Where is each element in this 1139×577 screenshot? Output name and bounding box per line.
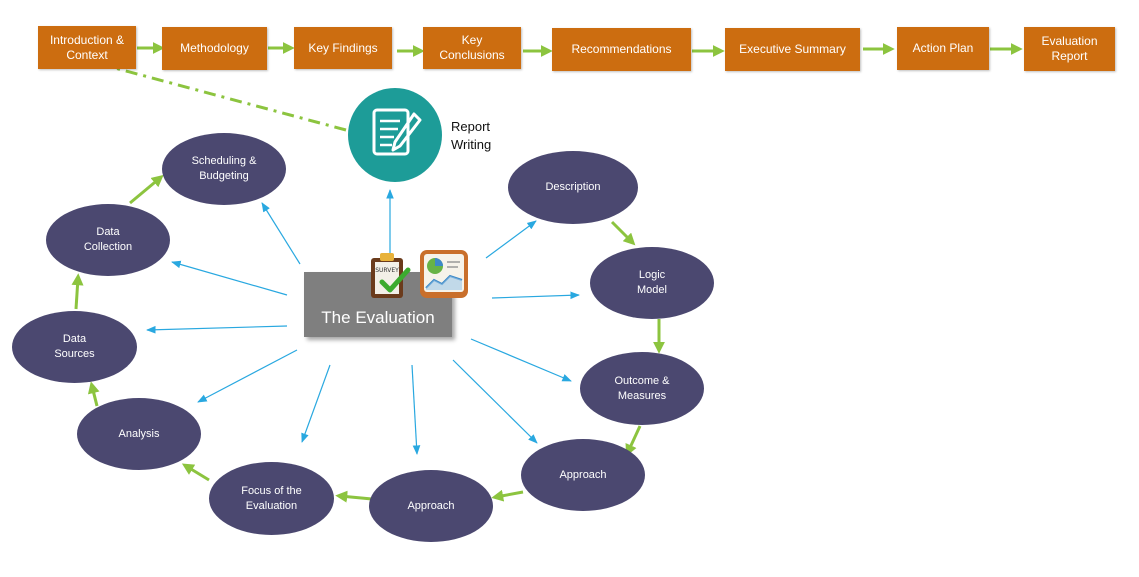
survey-text: SURVEY: [375, 267, 399, 274]
oval-data-collection: Data Collection: [46, 204, 170, 276]
cycle-arrow-focus-analysis: [181, 463, 210, 482]
oval-approach-2: Approach: [369, 470, 493, 542]
spoke-scheduling: [261, 202, 301, 265]
cycle-arrows: [71, 174, 665, 503]
spoke-data-sources: [146, 325, 288, 334]
oval-description: Description: [508, 151, 638, 224]
cycle-arrow-approach-approach: [491, 489, 524, 502]
spoke-analysis: [197, 349, 298, 403]
cycle-arrow-outcome-approach: [625, 425, 642, 457]
oval-scheduling-budgeting: Scheduling & Budgeting: [162, 133, 286, 205]
box-executive-summary: Executive Summary: [725, 28, 860, 71]
box-evaluation-report: Evaluation Report: [1024, 27, 1115, 71]
box-key-conclusions: Key Conclusions: [423, 27, 521, 69]
spoke-approach-1: [452, 359, 538, 444]
spoke-arrows: [146, 189, 580, 455]
survey-clipboard-icon: SURVEY: [371, 253, 411, 298]
oval-logic-model: Logic Model: [590, 247, 714, 319]
top-flow-arrows: [137, 42, 1023, 57]
spoke-focus: [301, 364, 331, 443]
oval-analysis: Analysis: [77, 398, 201, 470]
oval-focus-of-evaluation: Focus of the Evaluation: [209, 462, 334, 535]
cycle-arrow-approach-focus: [335, 490, 373, 503]
document-pen-icon: [372, 108, 422, 156]
oval-approach-1: Approach: [521, 439, 645, 511]
spoke-logic-model: [491, 291, 580, 300]
spoke-outcome: [470, 338, 572, 382]
report-writing-label: Report Writing: [451, 119, 492, 152]
box-action-plan: Action Plan: [897, 27, 989, 70]
oval-data-sources: Data Sources: [12, 311, 137, 383]
box-recommendations: Recommendations: [552, 28, 691, 71]
report-writing-circle: [348, 88, 442, 182]
cycle-arrow-sources-collection: [71, 273, 84, 310]
box-introduction-context: Introduction & Context: [38, 26, 136, 69]
chart-report-icon: [420, 250, 468, 298]
cycle-arrow-analysis-sources: [87, 381, 100, 407]
spoke-description: [485, 220, 537, 259]
spoke-data-collection: [171, 260, 288, 296]
report-to-intro-connector: [99, 62, 347, 132]
the-evaluation-label: The Evaluation: [321, 308, 435, 327]
spoke-approach-2: [411, 364, 421, 455]
oval-outcome-measures: Outcome & Measures: [580, 352, 704, 425]
box-methodology: Methodology: [162, 27, 267, 70]
cycle-arrow-collection-scheduling: [129, 174, 164, 205]
box-key-findings: Key Findings: [294, 27, 392, 69]
cycle-arrow-desc-logic: [610, 220, 636, 246]
